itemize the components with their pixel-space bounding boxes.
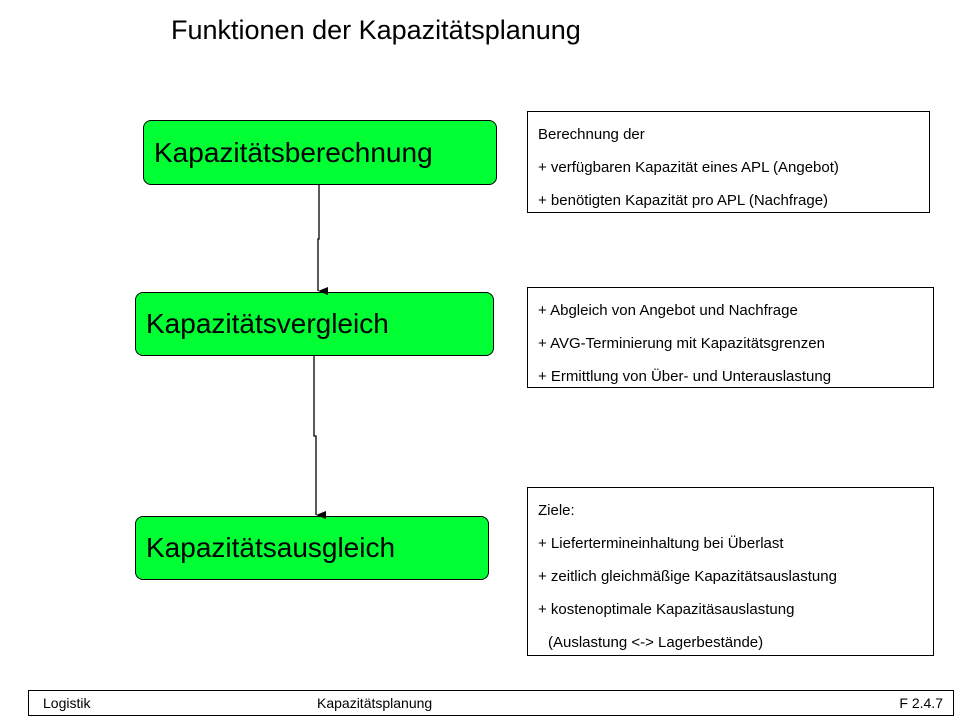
info-line: + kostenoptimale Kapazitäsauslastung <box>538 601 795 618</box>
stage-label: Kapazitätsausgleich <box>146 532 396 563</box>
info-line: + verfügbaren Kapazität eines APL (Angeb… <box>538 159 839 176</box>
info-line: + AVG-Terminierung mit Kapazitätsgrenzen <box>538 335 825 352</box>
info-line: + Abgleich von Angebot und Nachfrage <box>538 302 798 319</box>
info-line: (Auslastung <-> Lagerbestände) <box>548 634 764 651</box>
footer-right: F 2.4.7 <box>899 695 943 711</box>
stage-box-kapazitaetsausgleich: Kapazitätsausgleich <box>135 516 489 580</box>
info-box-kapazitaetsvergleich: + Abgleich von Angebot und Nachfrage + A… <box>527 287 934 388</box>
stage-label: Kapazitätsberechnung <box>154 136 433 168</box>
stage-label: Kapazitätsvergleich <box>146 308 389 339</box>
footer-center: Kapazitätsplanung <box>317 695 433 711</box>
footer-bar: Logistik Kapazitätsplanung F 2.4.7 <box>28 690 954 716</box>
page-title: Funktionen der Kapazitätsplanung <box>171 15 581 45</box>
stage-box-kapazitaetsvergleich: Kapazitätsvergleich <box>135 292 494 356</box>
info-line: + Ermittlung von Über- und Unterauslastu… <box>538 368 832 385</box>
arrow-vergleich-to-ausgleich <box>313 356 326 519</box>
info-line: + zeitlich gleichmäßige Kapazitätsauslas… <box>538 568 837 585</box>
footer-left: Logistik <box>43 695 91 711</box>
info-box-kapazitaetsberechnung: Berechnung der + verfügbaren Kapazität e… <box>527 111 930 213</box>
info-line: + benötigten Kapazität pro APL (Nachfrag… <box>538 192 829 209</box>
info-box-kapazitaetsausgleich: Ziele: + Lieferterminеinhaltung bei Über… <box>527 487 934 656</box>
arrow-berechnung-to-vergleich <box>317 185 328 295</box>
info-line: Ziele: <box>538 502 575 519</box>
info-line: + Lieferterminеinhaltung bei Überlast <box>538 535 784 552</box>
info-line: Berechnung der <box>538 126 645 143</box>
stage-box-kapazitaetsberechnung: Kapazitätsberechnung <box>143 120 497 185</box>
